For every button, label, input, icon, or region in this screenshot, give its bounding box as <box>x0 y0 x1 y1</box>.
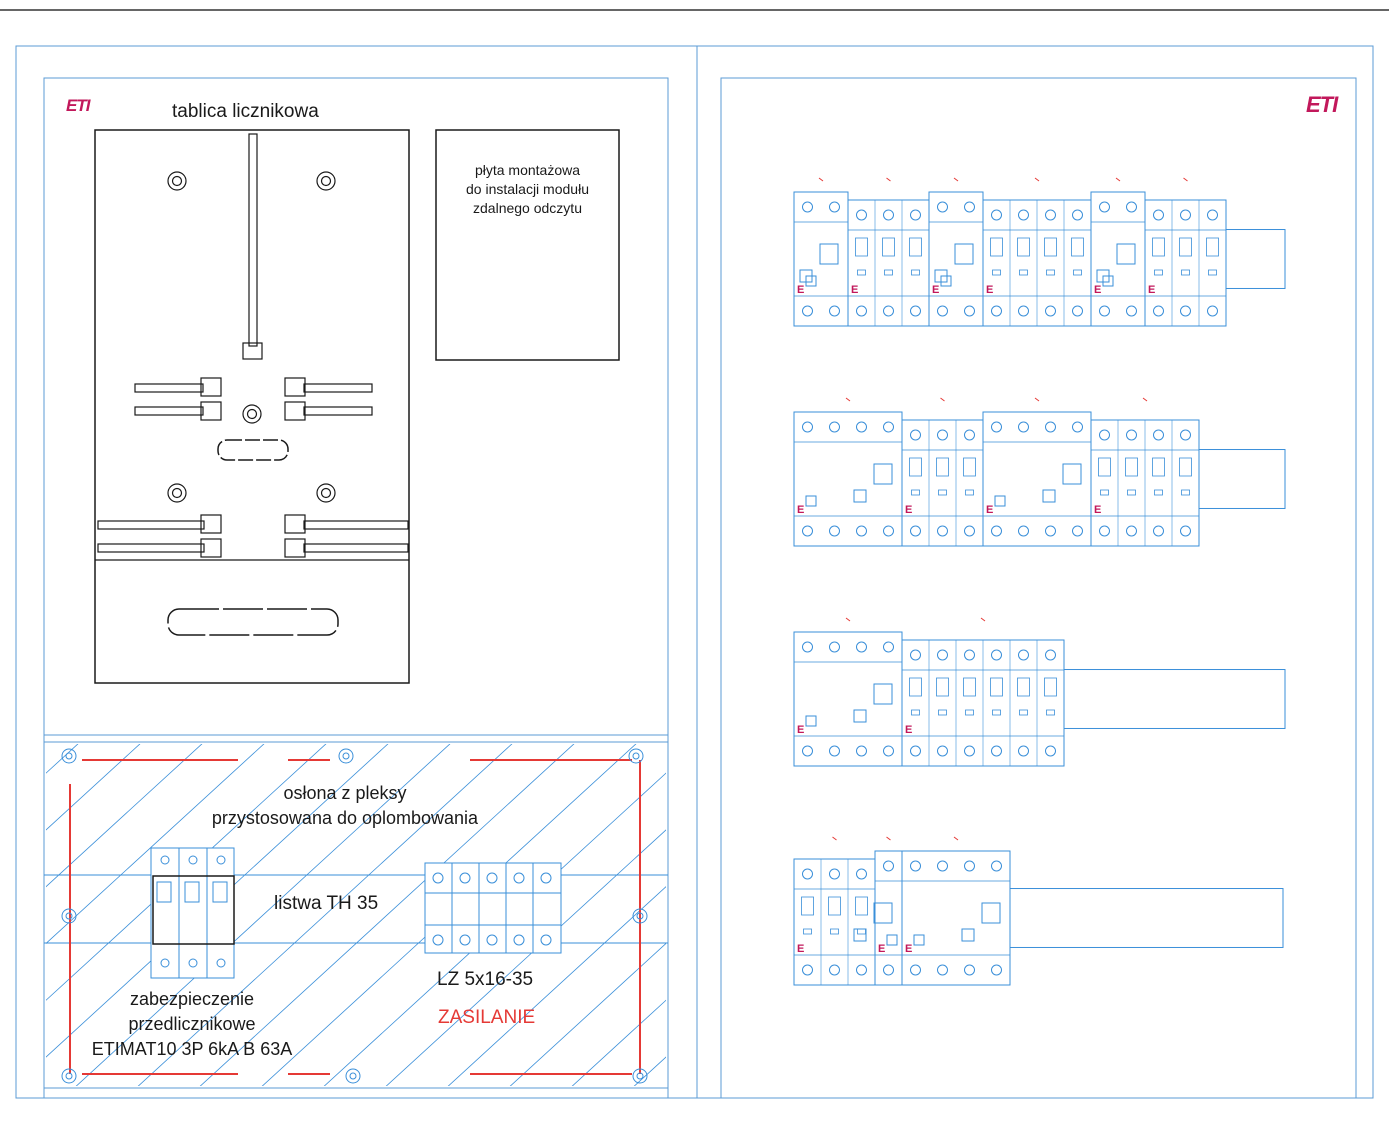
terminal-block <box>424 862 562 954</box>
din-rail-end <box>1063 669 1286 729</box>
eti-marker: E <box>797 943 804 955</box>
breaker-device: E <box>901 397 984 547</box>
rcd-device: E <box>793 177 849 327</box>
eti-marker: E <box>797 504 804 516</box>
meter-board-title: tablica licznikowa <box>172 101 319 122</box>
breaker-line: zabezpieczenie <box>129 989 255 1009</box>
eti-marker: E <box>1148 284 1155 296</box>
din-rail-end <box>1009 888 1284 948</box>
hatch-line <box>509 942 666 1086</box>
hatch-line <box>137 744 513 1086</box>
breaker-device: E <box>793 836 876 986</box>
hatch-line <box>385 829 666 1086</box>
din-rail-end <box>1225 229 1286 289</box>
eti-logo-left: ETI <box>66 96 90 115</box>
rcd-device: E <box>793 617 903 767</box>
meter-hooks <box>97 377 409 558</box>
eti-marker: E <box>851 284 858 296</box>
breaker-device: E <box>1144 177 1227 327</box>
hatch-line <box>46 744 203 888</box>
red-cover-outline <box>69 759 641 1075</box>
eti-marker: E <box>986 284 993 296</box>
cable-slot-large <box>167 608 339 636</box>
eti-marker: E <box>986 504 993 516</box>
hatch-line <box>75 744 451 1086</box>
pre-meter-breaker <box>150 847 235 979</box>
hatch-line <box>46 744 327 1001</box>
breaker-device: E <box>847 177 930 327</box>
breaker-label: zabezpieczenie przedlicznikowe ETIMAT10 … <box>62 987 322 1062</box>
hatch-line <box>571 999 666 1086</box>
eti-marker: E <box>797 284 804 296</box>
hatch-line <box>46 744 141 831</box>
cover-line: przystosowana do oplombowania <box>211 808 479 828</box>
protective-cover <box>44 734 668 1089</box>
mounting-screws <box>167 171 336 503</box>
eti-marker: E <box>905 504 912 516</box>
mounting-plate-line: płyta montażowa <box>474 162 581 178</box>
cover-label: osłona z pleksy przystosowana do oplombo… <box>175 781 515 831</box>
rcd-device: E <box>1090 177 1146 327</box>
right-panel-frame <box>720 77 1357 1099</box>
eti-marker: E <box>878 943 885 955</box>
eti-marker: E <box>905 724 912 736</box>
breaker-device: E <box>1090 397 1200 547</box>
rcd-device: E <box>982 397 1092 547</box>
mounting-plate-line: do instalacji modułu <box>466 181 589 197</box>
cable-slot-small <box>217 439 289 461</box>
eti-marker: E <box>905 943 912 955</box>
eti-marker: E <box>797 724 804 736</box>
hatch-line <box>447 886 666 1086</box>
mounting-plate-label: płyta montażowa do instalacji modułu zda… <box>436 161 619 218</box>
breaker-line: ETIMAT10 3P 6kA B 63A <box>91 1039 293 1059</box>
mounting-plate <box>435 129 620 361</box>
mounting-plate-line: zdalnego odczytu <box>473 200 582 216</box>
eti-logo-right: ETI <box>1306 92 1338 117</box>
terminal-block-label: LZ 5x16-35 <box>437 969 534 990</box>
left-panel <box>43 77 669 1099</box>
breaker-device: E <box>982 177 1092 327</box>
meter-board <box>94 129 410 684</box>
rcd-device: E <box>928 177 984 327</box>
rcd-device: E <box>793 397 903 547</box>
hatch-line <box>199 744 575 1086</box>
outer-frame <box>15 45 1374 1099</box>
breaker-line: przedlicznikowe <box>128 1014 256 1034</box>
rcd-device: E <box>901 836 1011 986</box>
rcd-device: E <box>853 836 903 986</box>
eti-marker: E <box>932 284 939 296</box>
eti-marker: E <box>1094 504 1101 516</box>
breaker-device: E <box>901 617 1065 767</box>
din-rail-end <box>1198 449 1286 509</box>
supply-label: ZASILANIE <box>438 1007 536 1028</box>
cover-screws <box>61 748 648 1084</box>
left-panel-frame <box>43 77 669 1099</box>
cover-line: osłona z pleksy <box>283 783 407 803</box>
din-rail-label: listwa TH 35 <box>274 893 379 914</box>
eti-marker: E <box>1094 284 1101 296</box>
